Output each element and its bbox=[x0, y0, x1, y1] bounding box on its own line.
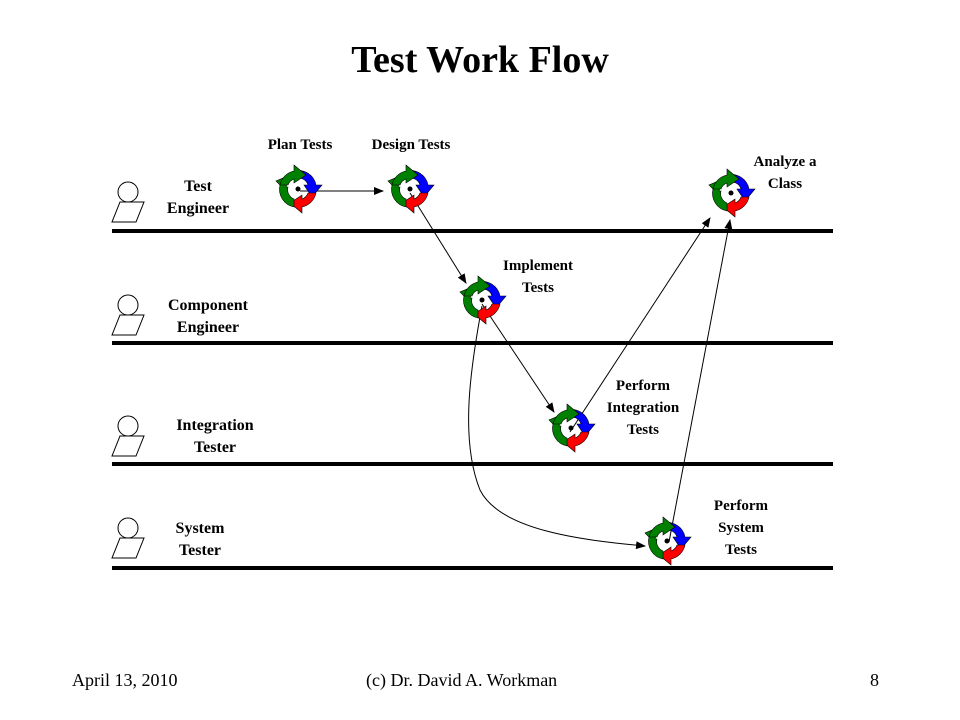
flow-arrow bbox=[481, 303, 555, 413]
footer-author: (c) Dr. David A. Workman bbox=[366, 670, 558, 690]
activity-label-plan-tests: Plan Tests bbox=[267, 137, 333, 153]
footer-page-number: 8 bbox=[870, 670, 879, 690]
activity-label-analyze-class: Analyze a Class bbox=[753, 154, 817, 192]
perform-integration-tests-cycle-icon bbox=[548, 403, 596, 453]
perform-system-tests-cycle-icon bbox=[644, 516, 692, 566]
actor-icon bbox=[111, 517, 145, 559]
actor-label-system-tester: System Tester bbox=[175, 520, 225, 559]
flow-arrow bbox=[409, 192, 467, 284]
plan-tests-cycle-icon bbox=[275, 164, 323, 214]
activity-label-design-tests: Design Tests bbox=[371, 137, 451, 153]
activity-label-perform-integration-tests: Perform Integration Tests bbox=[606, 378, 680, 438]
flow-arrow bbox=[468, 305, 646, 550]
page-title: Test Work Flow bbox=[351, 39, 609, 81]
actor-label-integration-tester: Integration Tester bbox=[176, 417, 254, 456]
activity-label-perform-system-tests: Perform System Tests bbox=[713, 498, 769, 558]
actor-label-component-engineer: Component Engineer bbox=[167, 297, 248, 336]
design-tests-cycle-icon bbox=[387, 164, 435, 214]
activity-label-implement-tests: Implement Tests bbox=[503, 258, 573, 296]
actor-icon bbox=[111, 294, 145, 336]
flow-arrow bbox=[569, 217, 711, 433]
actor-label-test-engineer: Test Engineer bbox=[166, 178, 230, 217]
actor-icon bbox=[111, 181, 145, 223]
footer-date: April 13, 2010 bbox=[72, 670, 178, 690]
flow-arrow bbox=[668, 219, 733, 543]
actor-icon bbox=[111, 415, 145, 457]
